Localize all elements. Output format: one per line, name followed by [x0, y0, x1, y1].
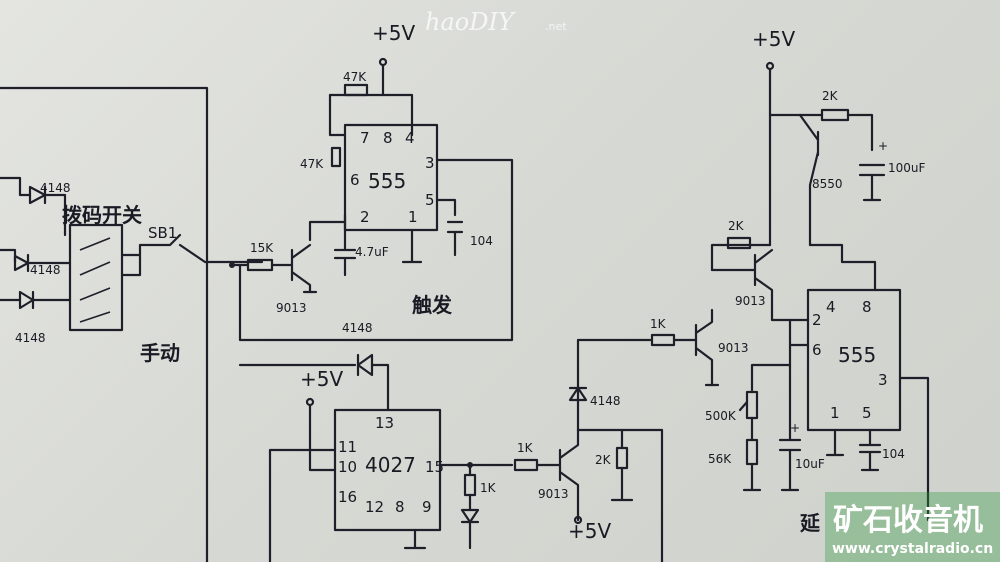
plus-top-label: + [878, 139, 888, 153]
pin-4b-label: 4 [826, 298, 836, 316]
t8550-label: 8550 [812, 177, 843, 191]
dip-switch-box [68, 223, 124, 332]
r56k-label: 56K [708, 452, 732, 466]
vcc-label-right: +5V [752, 27, 795, 51]
r1k-right-label: 1K [650, 317, 667, 331]
t9013-mid-label: 9013 [538, 487, 569, 501]
vcc-label-top: +5V [372, 21, 415, 45]
ic-555-top-label: 555 [368, 169, 406, 193]
ic-4027-label: 4027 [365, 453, 416, 477]
plus-bottom-label: + [790, 421, 800, 435]
pin-1-label: 1 [408, 208, 418, 226]
t9013-top-label: 9013 [276, 301, 307, 315]
ic-555-top [343, 123, 439, 232]
diode-label-mid: 4148 [30, 263, 61, 277]
diode-4148-mid-label: 4148 [342, 321, 373, 335]
c10u-label: 10uF [795, 457, 825, 471]
pin-16-label: 16 [338, 488, 357, 506]
watermark-text: haoDIY [425, 8, 516, 36]
r1k-led-label: 1K [480, 481, 497, 495]
pin-10-label: 10 [338, 458, 357, 476]
watermark-haodiy: haoDIY .net [425, 8, 567, 36]
pin-9-label: 9 [422, 498, 432, 516]
diode-label-bottom: 4148 [15, 331, 46, 345]
r1k-mid-label: 1K [517, 441, 534, 455]
diode-4148-right-label: 4148 [590, 394, 621, 408]
pin-8-label: 8 [383, 129, 393, 147]
pin-3b-label: 3 [878, 371, 888, 389]
watermark-suffix: .net [545, 20, 567, 33]
c104-right-label: 104 [882, 447, 905, 461]
sb1-label: SB1 [148, 224, 177, 242]
ic-4027 [333, 408, 442, 532]
manual-label: 手动 [140, 341, 180, 365]
c4u7-label: 4.7uF [355, 245, 389, 259]
r2k-mid-label: 2K [595, 453, 612, 467]
vcc-label-bottom: +5V [568, 519, 611, 543]
trigger-555-section: +5V 47K 47K 7 8 4 6 555 3 2 1 5 104 4.7u… [229, 21, 514, 342]
pin-11-label: 11 [338, 438, 357, 456]
t9013-delay-label: 9013 [735, 294, 766, 308]
pin-12-label: 12 [365, 498, 384, 516]
r47k-side-label: 47K [300, 157, 324, 171]
c104-top-label: 104 [470, 234, 493, 248]
delay-label: 延 [799, 511, 821, 535]
r2k-left-label: 2K [728, 219, 745, 233]
pin-3-label: 3 [425, 154, 435, 172]
pin-8c-label: 8 [862, 298, 872, 316]
brand-watermark: 矿石收音机 www.crystalradio.cn [825, 492, 1000, 562]
ic-555-delay-label: 555 [838, 343, 876, 367]
pin-8b-label: 8 [395, 498, 405, 516]
r47k-top-label: 47K [343, 70, 367, 84]
c100u-label: 100uF [888, 161, 926, 175]
diode-label-top: 4148 [40, 181, 71, 195]
brand-url: www.crystalradio.cn [832, 541, 993, 557]
pin-15-label: 15 [425, 458, 444, 476]
pin-1b-label: 1 [830, 404, 840, 422]
pin-4-label: 4 [405, 129, 415, 147]
r15k-label: 15K [250, 241, 274, 255]
pin-13-label: 13 [375, 414, 394, 432]
vcc-label-mid: +5V [300, 367, 343, 391]
r2k-top-label: 2K [822, 89, 839, 103]
pin-5b-label: 5 [862, 404, 872, 422]
flipflop-4027-section: 4148 +5V 13 11 10 4027 15 16 12 8 9 1K [238, 321, 514, 562]
pin-2-label: 2 [360, 208, 370, 226]
dip-switch-label: 拨码开关 [62, 203, 142, 227]
t9013-right-label: 9013 [718, 341, 749, 355]
dip-switch-section: 4148 4148 4148 拨码开关 手动 SB1 [0, 86, 264, 562]
trigger-label: 触发 [412, 293, 453, 317]
pin-6b-label: 6 [812, 341, 822, 359]
delay-555-section: +5V 2K 8550 + 100uF 2K 9013 4 8 2 6 555 … [704, 27, 930, 535]
pin-6-label: 6 [350, 171, 360, 189]
ic-555-delay [806, 288, 902, 432]
pin-5-label: 5 [425, 191, 435, 209]
pin-7-label: 7 [360, 129, 370, 147]
brand-name: 矿石收音机 [833, 503, 983, 538]
pin-2b-label: 2 [812, 311, 822, 329]
r500k-label: 500K [705, 409, 737, 423]
driver-section: 1K 9013 +5V 2K 4148 1K 9013 [513, 308, 749, 562]
